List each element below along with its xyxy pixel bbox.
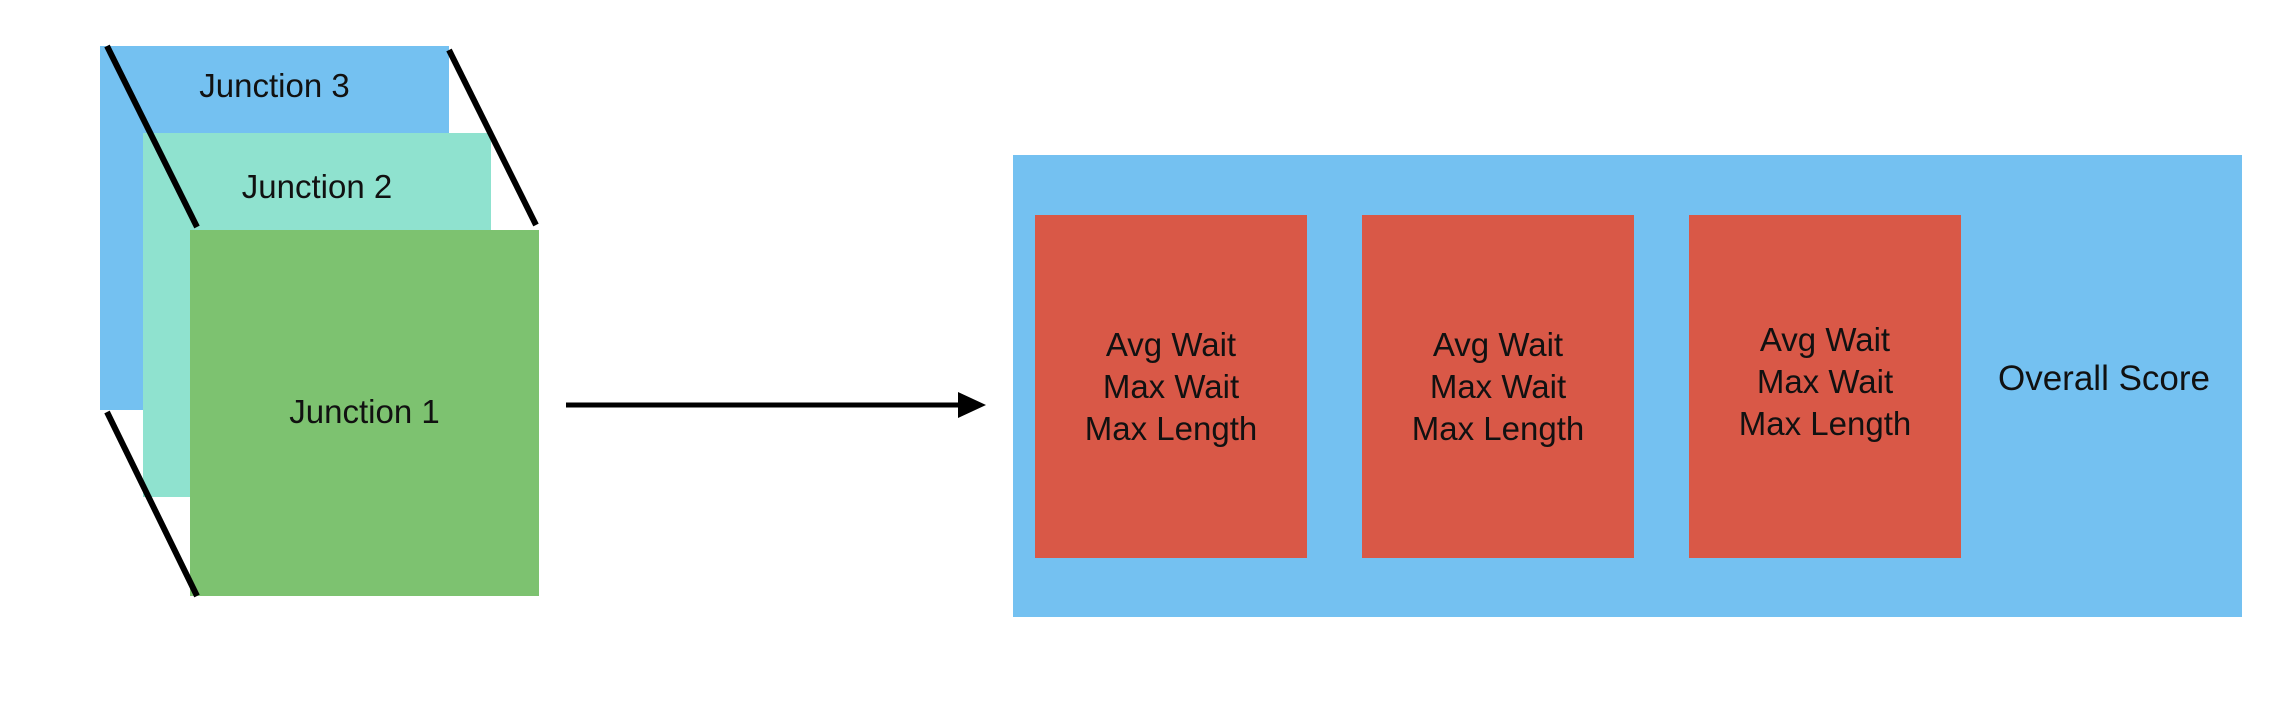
metric-max-wait: Max Wait bbox=[1756, 362, 1894, 400]
metric-max-length: Max Length bbox=[1738, 404, 1912, 442]
metric-max-length: Max Length bbox=[1411, 409, 1585, 447]
metric-max-length: Max Length bbox=[1084, 409, 1258, 447]
metric-max-wait: Max Wait bbox=[1102, 367, 1240, 405]
scorecard-panel: Avg Wait Max Wait Max Length Avg Wait Ma… bbox=[1013, 155, 2242, 617]
junction-1-label: Junction 1 bbox=[289, 393, 440, 430]
junction-3-label: Junction 3 bbox=[199, 67, 350, 104]
junction-1-card: Junction 1 bbox=[190, 230, 539, 596]
overall-score-label: Overall Score bbox=[1997, 359, 2211, 398]
metric-avg-wait: Avg Wait bbox=[1759, 320, 1891, 358]
metric-avg-wait: Avg Wait bbox=[1432, 325, 1564, 363]
metric-box: Avg Wait Max Wait Max Length bbox=[1689, 215, 1961, 558]
flow-arrow-head bbox=[958, 392, 986, 418]
metric-box: Avg Wait Max Wait Max Length bbox=[1035, 215, 1307, 558]
metric-avg-wait: Avg Wait bbox=[1105, 325, 1237, 363]
junction-2-label: Junction 2 bbox=[241, 168, 393, 205]
metric-box: Avg Wait Max Wait Max Length bbox=[1362, 215, 1634, 558]
metric-max-wait: Max Wait bbox=[1429, 367, 1567, 405]
